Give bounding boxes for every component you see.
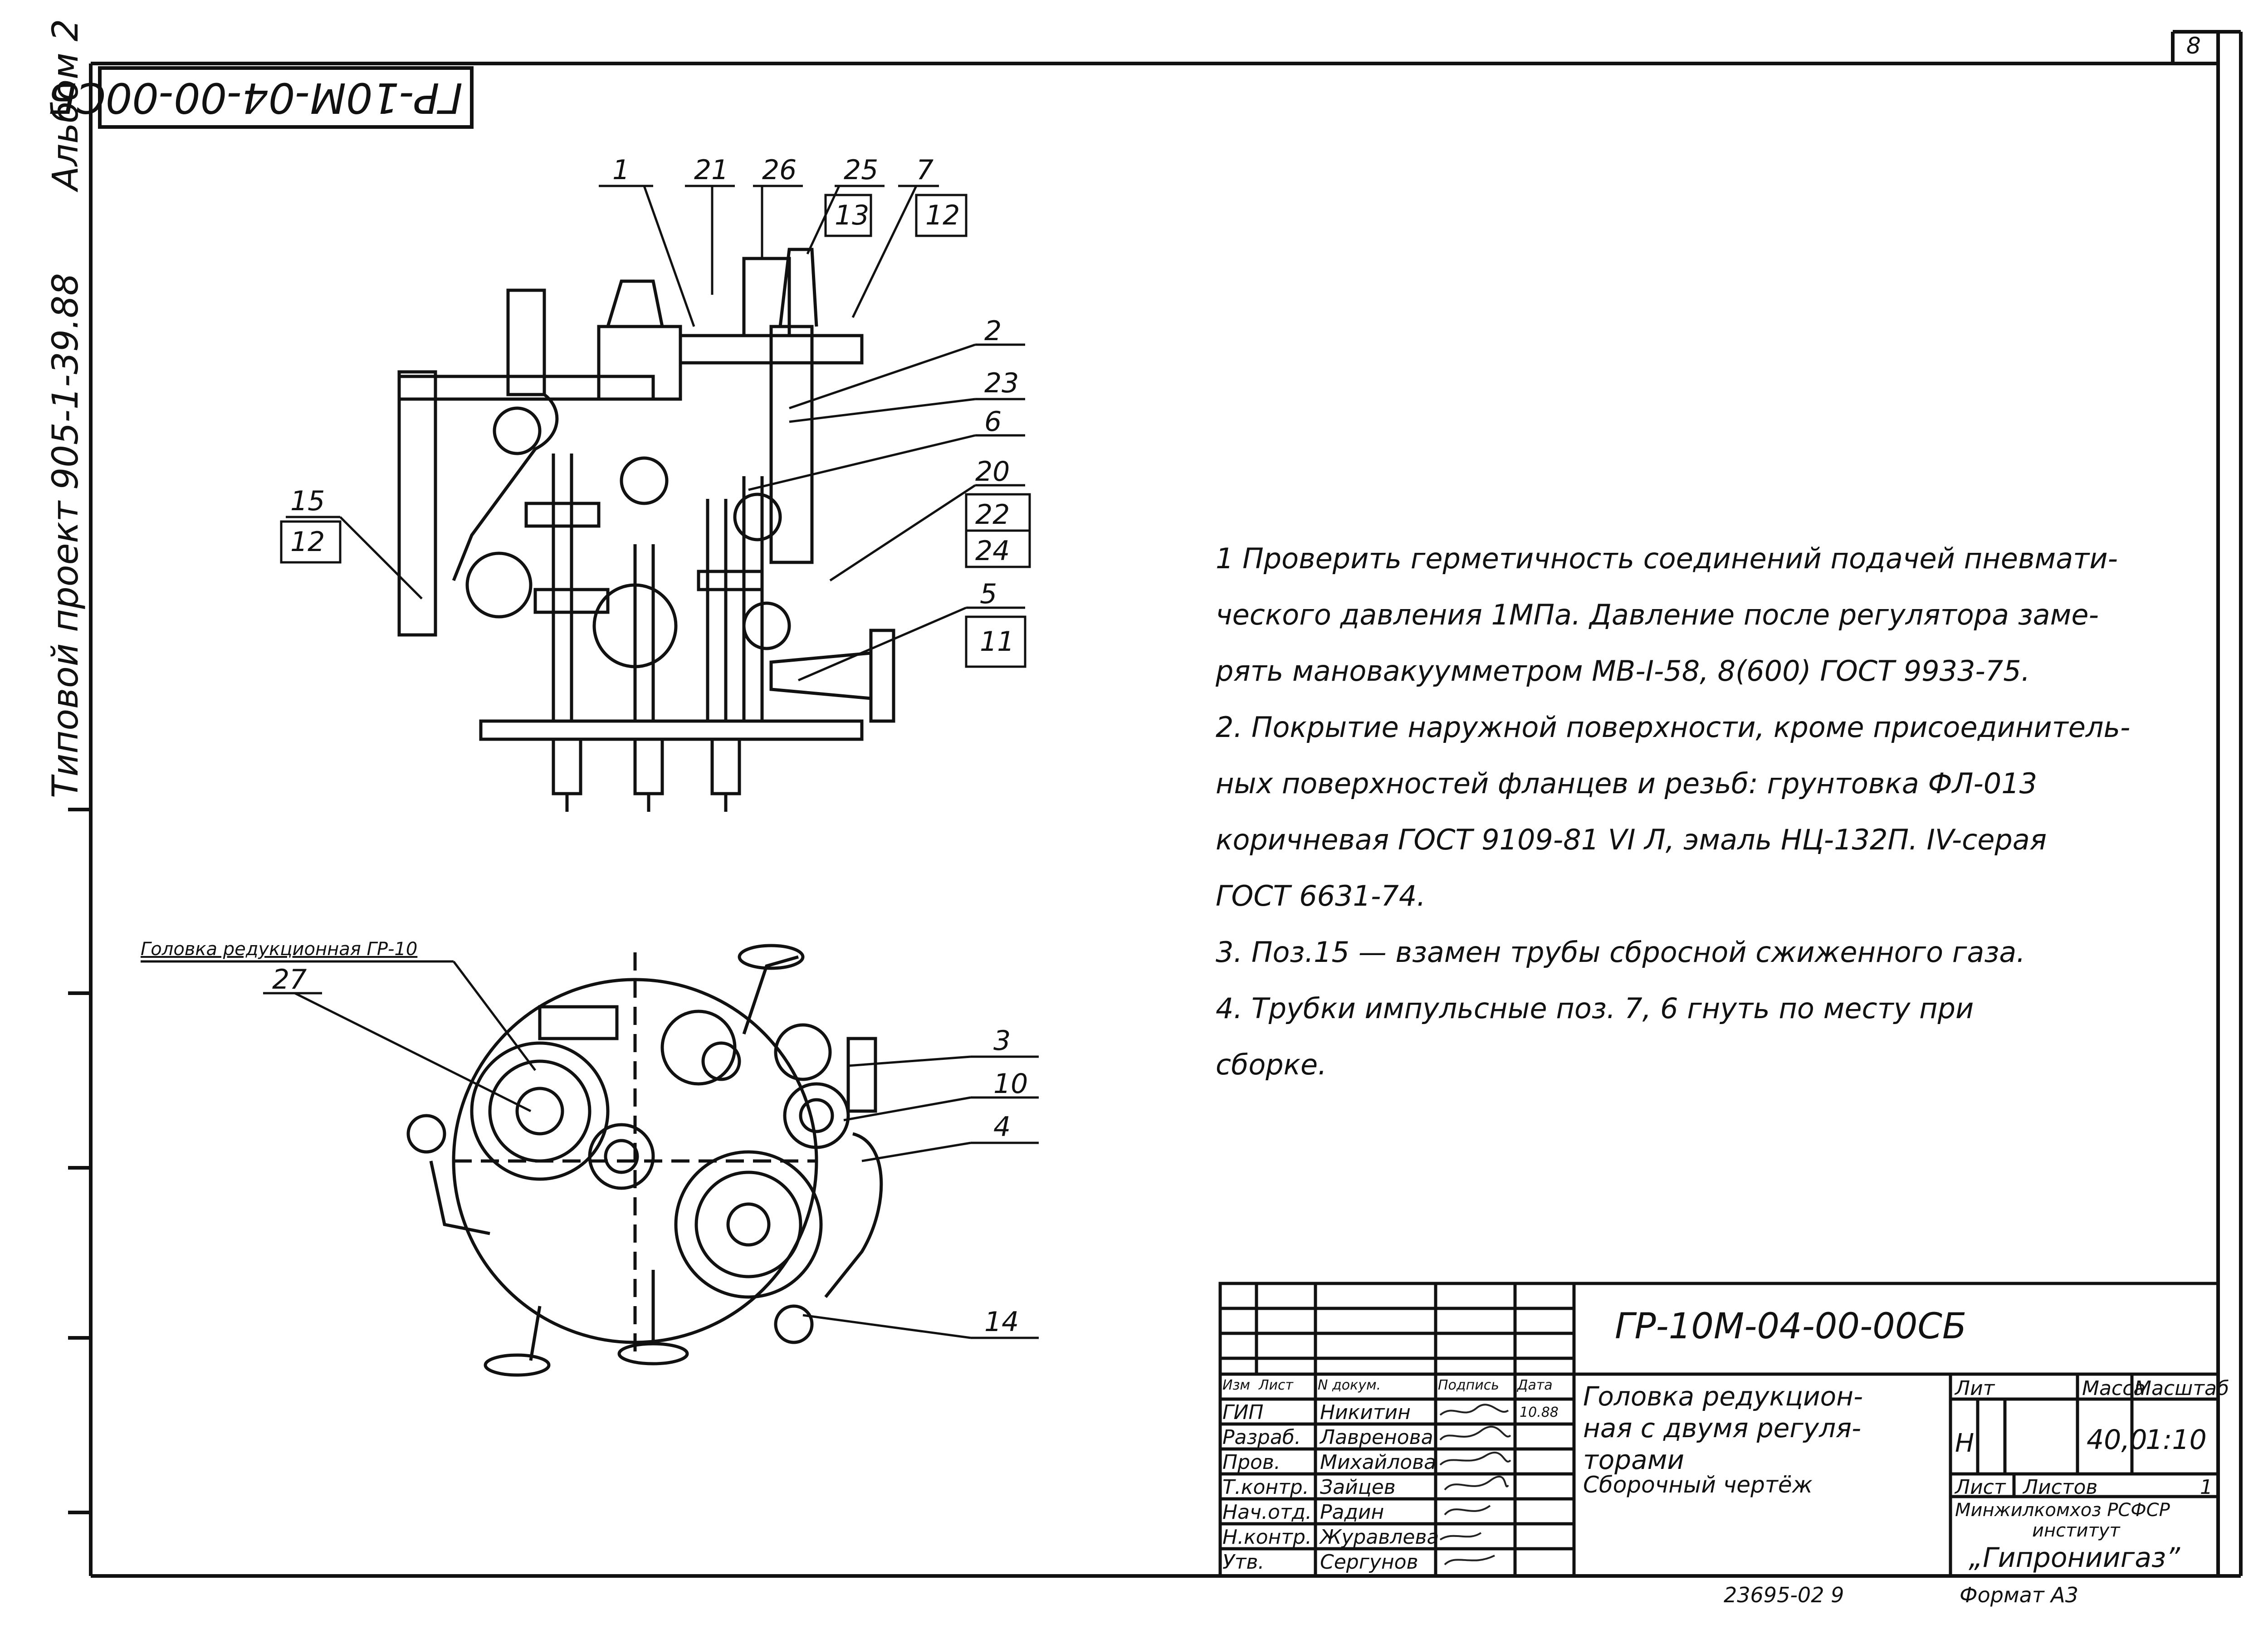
callout: 26 (762, 154, 797, 186)
callout: 24 (975, 535, 1010, 567)
date-cell: 10.88 (1520, 1405, 1559, 1420)
callout: 6 (984, 406, 1002, 438)
note-line: рять мановакуумметром МВ-I-58, 8(600) ГО… (1216, 654, 2030, 688)
name-cell: Михайлова (1320, 1451, 1437, 1474)
note-line: коричневая ГОСТ 9109-81 VI Л, эмаль НЦ-1… (1216, 823, 2047, 856)
leader-lines-bottom (141, 960, 1039, 1339)
callout: 15 (290, 485, 325, 517)
role-cell: ГИП (1222, 1401, 1264, 1424)
note-line: ГОСТ 6631-74. (1216, 879, 1426, 912)
mass-value: 40,0 (2087, 1424, 2147, 1456)
note-line: 4. Трубки импульсные поз. 7, 6 гнуть по … (1216, 992, 1974, 1025)
note-line: ческого давления 1МПа. Давление после ре… (1216, 598, 2099, 631)
name-cell: Журавлева (1320, 1526, 1439, 1549)
title-block-lines (1218, 1282, 2220, 1578)
role-cell: Пров. (1222, 1451, 1281, 1474)
header-cell: Лист (1259, 1377, 1294, 1393)
role-cell: Разраб. (1222, 1426, 1301, 1449)
project-label: Типовой проект 905-1-39.88 (45, 273, 86, 798)
role-cell: Н.контр. (1222, 1526, 1312, 1549)
sheet-corner-number: 8 (2186, 33, 2201, 59)
org-line: институт (2032, 1520, 2120, 1541)
callout: 21 (694, 154, 729, 186)
callout: 10 (993, 1068, 1028, 1100)
name-cell: Радин (1320, 1501, 1384, 1524)
callout: 20 (975, 456, 1010, 488)
callout: 13 (835, 200, 870, 231)
lit-label: Лит (1955, 1377, 1995, 1400)
plan-view (406, 944, 883, 1377)
note-line: сборке. (1216, 1048, 1327, 1081)
scale-value: 1:10 (2146, 1424, 2207, 1456)
album-label: Альбом 2 (45, 19, 86, 190)
header-cell: Изм (1222, 1377, 1251, 1393)
scale-label: Масштаб (2134, 1377, 2229, 1400)
callout: 27 (272, 964, 307, 995)
leader-lines-top (280, 185, 1031, 682)
callout: 12 (925, 200, 960, 231)
org-line: Минжилкомхоз РСФСР (1955, 1500, 2170, 1521)
org-line: „Гипрониигаз” (1969, 1542, 2180, 1574)
callout: 23 (984, 367, 1019, 399)
title-line: Сборочный чертёж (1583, 1472, 1813, 1498)
note-line: 3. Поз.15 — взамен трубы сбросной сжижен… (1216, 936, 2025, 969)
stamp-code: ГР-10М-04-00-00СБ (48, 73, 463, 122)
mass-label: Масса (2082, 1377, 2146, 1400)
callout: 22 (975, 499, 1010, 531)
technical-notes: 1 Проверить герметичность соединений под… (1216, 531, 2232, 1093)
callout: 5 (980, 578, 997, 610)
note-line: 1 Проверить герметичность соединений под… (1216, 542, 2118, 575)
format-label: Формат А3 (1960, 1583, 2078, 1607)
elevation-view (397, 248, 895, 812)
callout: 3 (993, 1025, 1011, 1057)
callout: 4 (993, 1111, 1011, 1143)
name-cell: Никитин (1320, 1401, 1411, 1424)
head-label: Головка редукционная ГР-10 (141, 939, 418, 960)
callout: 11 (980, 626, 1015, 658)
callout: 14 (984, 1306, 1019, 1338)
role-cell: Т.контр. (1222, 1476, 1309, 1499)
note-line: ных поверхностей фланцев и резьб: грунто… (1216, 767, 2038, 800)
signatures (1439, 1404, 1511, 1566)
archive-number: 23695-02 9 (1724, 1583, 1844, 1607)
sheets-label: Листов (2023, 1476, 2098, 1499)
sheets-value: 1 (2200, 1476, 2213, 1499)
role-cell: Утв. (1222, 1551, 1265, 1574)
header-cell: N докум. (1318, 1377, 1381, 1393)
callout: 25 (844, 154, 879, 186)
role-cell: Нач.отд. (1222, 1501, 1312, 1524)
header-cell: Дата (1517, 1377, 1553, 1393)
title-line: Головка редукцион- (1583, 1381, 1863, 1412)
name-cell: Лавренова (1320, 1426, 1433, 1449)
callout: 1 (612, 154, 630, 186)
name-cell: Сергунов (1320, 1551, 1418, 1574)
callout: 7 (916, 154, 934, 186)
name-cell: Зайцев (1320, 1476, 1396, 1499)
lit-value: Н (1955, 1429, 1975, 1458)
header-cell: Подпись (1438, 1377, 1499, 1393)
note-line: 2. Покрытие наружной поверхности, кроме … (1216, 711, 2131, 744)
sheet-label: Лист (1955, 1476, 2006, 1499)
doc-code: ГР-10М-04-00-00СБ (1615, 1306, 1967, 1347)
callout: 12 (290, 526, 325, 558)
title-line: торами (1583, 1444, 1685, 1475)
callout: 2 (984, 315, 1002, 347)
title-line: ная с двумя регуля- (1583, 1413, 1861, 1444)
